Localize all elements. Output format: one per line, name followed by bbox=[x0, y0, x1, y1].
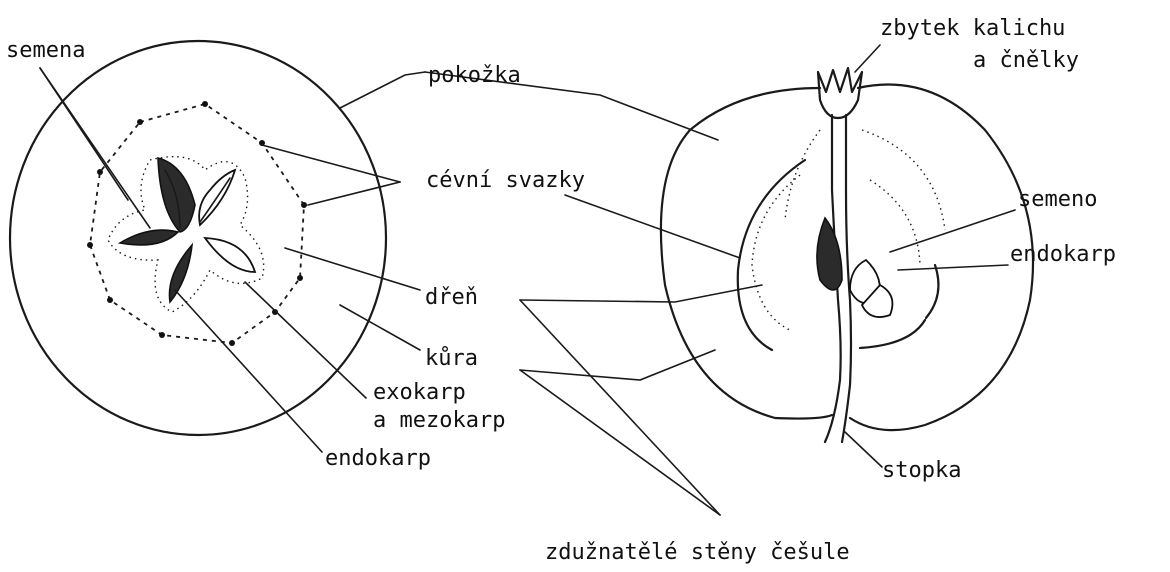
label-dren: dřeň bbox=[425, 285, 478, 311]
core-boundary bbox=[738, 160, 805, 350]
label-zduznatele-steny: zdužnatělé stěny češule bbox=[545, 540, 850, 566]
longitudinal-section bbox=[661, 68, 1033, 442]
label-kura: kůra bbox=[425, 346, 478, 372]
label-semeno: semeno bbox=[1018, 187, 1097, 213]
calyx-remnant bbox=[818, 68, 862, 118]
carpels bbox=[120, 158, 255, 302]
label-exokarp: exokarp bbox=[373, 380, 466, 406]
label-stopka: stopka bbox=[882, 458, 961, 484]
label-pokozka: pokožka bbox=[428, 63, 521, 89]
label-endokarp-left: endokarp bbox=[325, 446, 431, 472]
label-endokarp-right: endokarp bbox=[1010, 242, 1116, 268]
label-a-mezokarp: a mezokarp bbox=[373, 408, 505, 434]
seed-left bbox=[817, 218, 842, 290]
cross-section bbox=[10, 41, 386, 435]
label-cevni-svazky: cévní svazky bbox=[426, 168, 585, 194]
label-semena: semena bbox=[6, 38, 85, 64]
longitudinal-skin bbox=[661, 88, 832, 419]
cross-section-skin bbox=[10, 41, 386, 435]
label-a-cnelky: a čnělky bbox=[973, 48, 1079, 74]
label-zbytek-kalichu: zbytek kalichu bbox=[880, 16, 1065, 42]
